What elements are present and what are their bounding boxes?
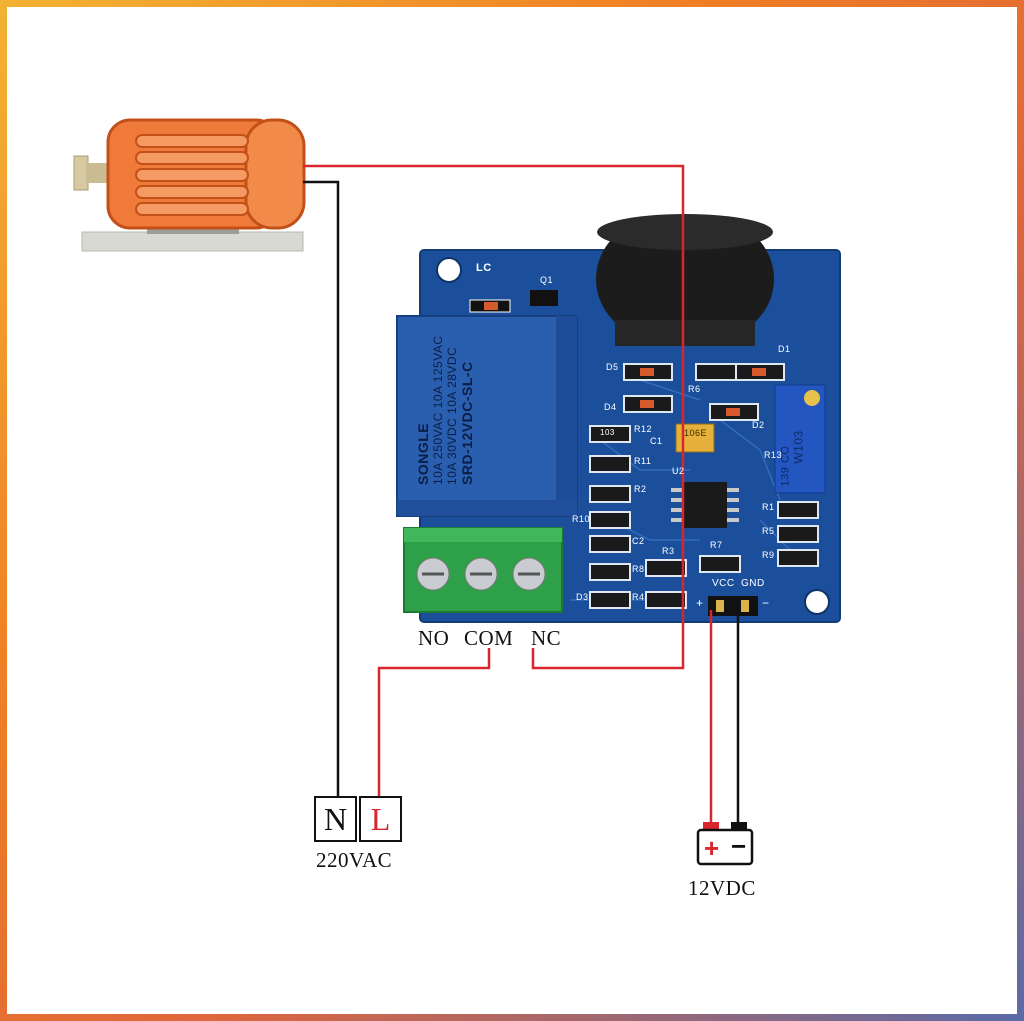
pot-code: W103 [791, 430, 806, 464]
relay-line: 10A 250VAC 10A 125VAC [431, 335, 445, 486]
ref-r9: R9 [762, 550, 775, 560]
ref-r4: R4 [632, 592, 645, 602]
ref-r8: R8 [632, 564, 645, 574]
vcc-label: VCC [712, 578, 735, 589]
relay-model: SRD-12VDC-SL-C [459, 361, 475, 485]
ref-r2: R2 [634, 484, 647, 494]
ic-u2 [683, 482, 727, 528]
relay-module [396, 315, 578, 517]
ref-d2: D2 [752, 420, 765, 430]
battery-icon [696, 822, 754, 866]
ref-c2: C2 [632, 536, 645, 546]
ref-r7: R7 [710, 540, 723, 550]
ref-d5: D5 [606, 362, 619, 372]
ref-r11: R11 [634, 456, 652, 466]
relay-line: 10A 30VDC 10A 28VDC [445, 346, 459, 485]
mains-voltage-label: 220VAC [316, 848, 393, 872]
wires [303, 164, 740, 826]
potentiometer-screw-icon [804, 390, 820, 406]
mains-neutral-terminal: N [314, 796, 357, 842]
relay-print: SONGLE 10A 250VAC 10A 125VAC 10A 30VDC 1… [415, 335, 585, 486]
ref-r6: R6 [688, 384, 701, 394]
gnd-label: GND [741, 578, 765, 589]
ref-r12: R12 [634, 424, 653, 434]
pin-minus-label: − [762, 596, 770, 610]
battery-minus-sign: − [731, 831, 747, 861]
q1-label: Q1 [540, 275, 554, 285]
brand-mark: LC [476, 262, 492, 274]
ref-d3: D3 [576, 592, 589, 602]
power-header [708, 596, 758, 616]
screw-terminal-block [403, 527, 563, 613]
motor-icon [73, 118, 306, 252]
ref-r5: R5 [762, 526, 775, 536]
ref-r13: R13 [764, 450, 783, 460]
ref-u2: U2 [672, 466, 685, 476]
current-transformer [596, 214, 774, 346]
ref-d4: D4 [604, 402, 617, 412]
ref-r3: R3 [662, 546, 675, 556]
battery-plus-sign: + [704, 833, 720, 863]
relay-brand: SONGLE [415, 422, 431, 485]
ref-c1: C1 [650, 436, 663, 446]
terminal-com-label: COM [464, 626, 514, 650]
mains-live-terminal: L [359, 796, 402, 842]
terminal-nc-label: NC [531, 626, 562, 650]
ref-r10: R10 [572, 514, 591, 524]
ref-r1: R1 [762, 502, 775, 512]
pin-plus-label: + [696, 596, 704, 610]
resistor-code: 103 [600, 428, 615, 437]
ref-d1: D1 [778, 344, 791, 354]
cap-code: 106E [684, 428, 708, 438]
dc-voltage-label: 12VDC [688, 876, 756, 900]
terminal-no-label: NO [418, 626, 450, 650]
smd-components [589, 363, 819, 609]
